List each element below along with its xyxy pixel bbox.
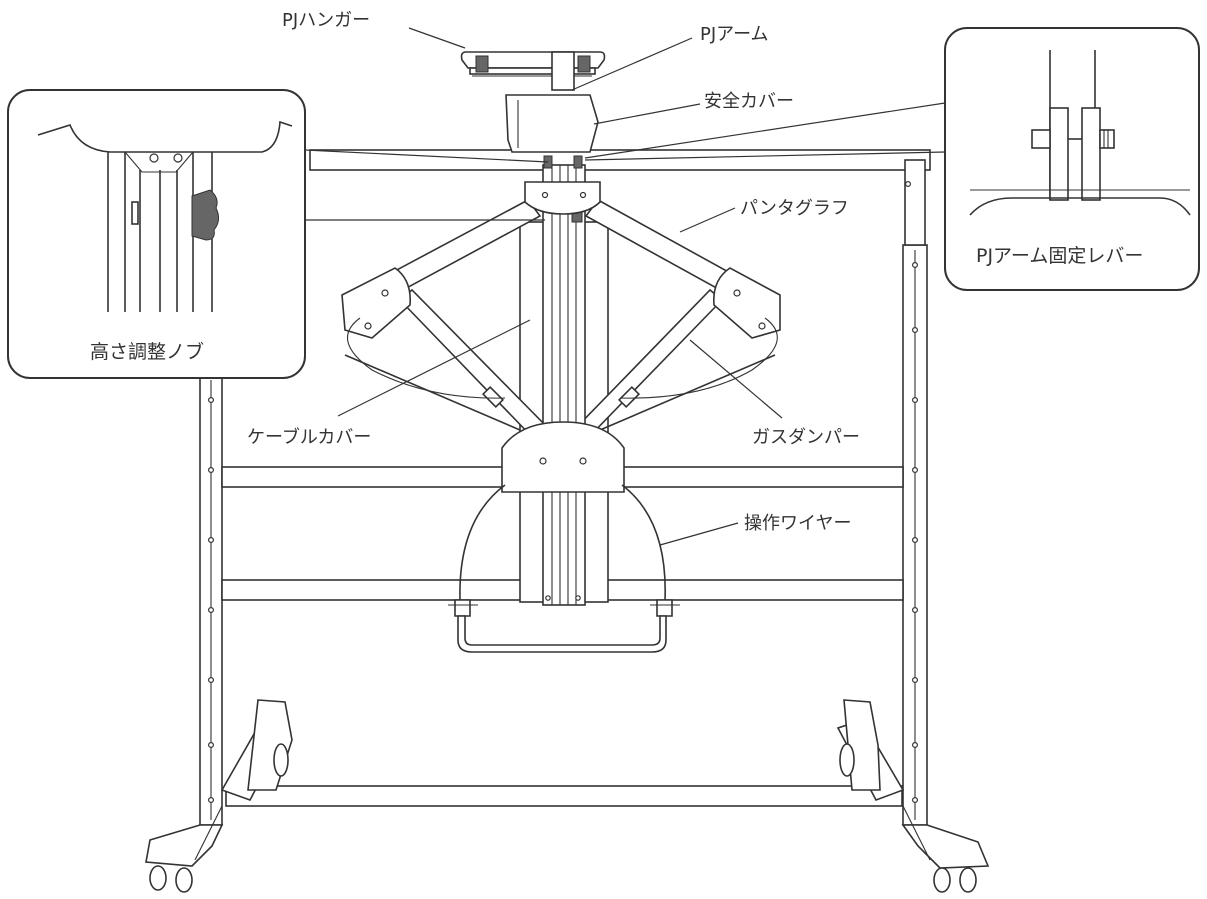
leader-safety-cover: [593, 103, 701, 125]
projector-mount: [460, 51, 606, 169]
inset-caption-arm-lock-lever: PJアーム固定レバー: [976, 245, 1143, 267]
inset-arm-lock-lever: PJアーム固定レバー: [584, 27, 1200, 291]
inset-caption-height-knob: 高さ調整ノブ: [90, 340, 204, 363]
callout-leaders: [337, 27, 783, 546]
label-pj-arm: PJアーム: [700, 24, 769, 45]
operation-wire: [448, 484, 680, 653]
label-safety-cover: 安全カバー: [704, 91, 794, 112]
right-base-leg: [836, 699, 990, 893]
center-column: [501, 164, 625, 606]
bottom-cross-bar: [225, 785, 903, 807]
label-operation-wire: 操作ワイヤー: [744, 513, 851, 534]
inset-height-knob: 高さ調整ノブ: [7, 89, 549, 379]
label-gas-damper: ガスダンパー: [752, 427, 860, 448]
label-cable-cover: ケーブルカバー: [247, 426, 371, 448]
label-pj-hanger: PJハンガー: [282, 10, 370, 31]
label-pantograph: パンタグラフ: [740, 198, 849, 219]
callout-labels: PJハンガー PJアーム 安全カバー パンタグラフ ケーブルカバー ガスダンパー…: [247, 10, 860, 534]
leader-pantograph: [679, 207, 736, 233]
top-frame-bar: [309, 149, 931, 171]
leader-pj-arm: [571, 37, 693, 91]
leader-operation-wire: [659, 522, 739, 546]
pantograph-arms: [341, 198, 781, 603]
left-base-leg: [145, 699, 293, 893]
leader-gas-damper: [689, 339, 783, 419]
stand-frame: [145, 149, 990, 893]
leader-pj-hanger: [408, 27, 466, 49]
upright-holes: [208, 181, 918, 803]
leader-cable-cover: [337, 319, 531, 417]
height-knob-icon: [191, 189, 220, 241]
